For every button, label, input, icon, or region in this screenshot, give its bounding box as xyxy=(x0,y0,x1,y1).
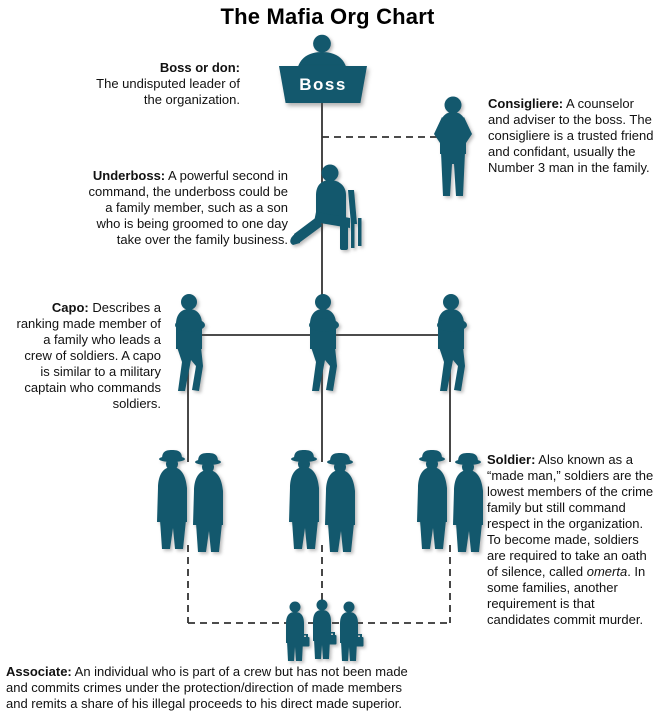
associates-figure-icon xyxy=(281,599,365,663)
associate-note: Associate: An individual who is part of … xyxy=(6,664,418,712)
soldiers-2-figure-icon xyxy=(285,450,359,553)
consigliere-note-text: A counselor and adviser to the boss. The… xyxy=(488,96,654,175)
boss-note: Boss or don: The undisputed leader of th… xyxy=(88,60,240,108)
capo-note: Capo: Describes a ranking made member of… xyxy=(16,300,161,412)
soldier-note: Soldier: Also known as a “made man,” sol… xyxy=(487,452,654,628)
capo-note-term: Capo: xyxy=(51,300,89,315)
consigliere-note: Consigliere: A counselor and adviser to … xyxy=(488,96,655,176)
soldier-note-italic-word: omerta xyxy=(586,564,628,579)
soldier-note-term: Soldier: xyxy=(487,452,536,467)
soldiers-1-figure-icon xyxy=(153,450,227,553)
soldiers-3-figure-icon xyxy=(413,450,487,553)
underboss-note-text: A powerful second in command, the underb… xyxy=(88,168,288,247)
consigliere-figure-icon xyxy=(432,96,474,202)
consigliere-note-term: Consigliere: xyxy=(488,96,564,111)
soldier-note-text-2: . In some families, another requirement … xyxy=(487,564,646,627)
associate-note-term: Associate: xyxy=(6,664,72,679)
boss-box-label: Boss xyxy=(299,74,347,94)
capo-3-figure-icon xyxy=(427,294,473,394)
boss-node: Boss xyxy=(279,66,367,103)
capo-note-text: Describes a ranking made member of a fam… xyxy=(16,300,161,411)
capo-2-figure-icon xyxy=(299,294,345,394)
page-title: The Mafia Org Chart xyxy=(220,4,435,29)
associate-note-text: An individual who is part of a crew but … xyxy=(6,664,408,711)
boss-note-text: The undisputed leader of the organizatio… xyxy=(96,76,240,107)
underboss-note: Underboss: A powerful second in command,… xyxy=(86,168,288,248)
boss-note-term: Boss or don: xyxy=(159,60,240,75)
underboss-figure-icon xyxy=(288,164,366,252)
underboss-note-term: Underboss: xyxy=(92,168,166,183)
capo-1-figure-icon xyxy=(165,294,211,394)
soldier-note-text-1: Also known as a “made man,” soldiers are… xyxy=(487,452,654,579)
boss-box: Boss xyxy=(279,66,367,103)
